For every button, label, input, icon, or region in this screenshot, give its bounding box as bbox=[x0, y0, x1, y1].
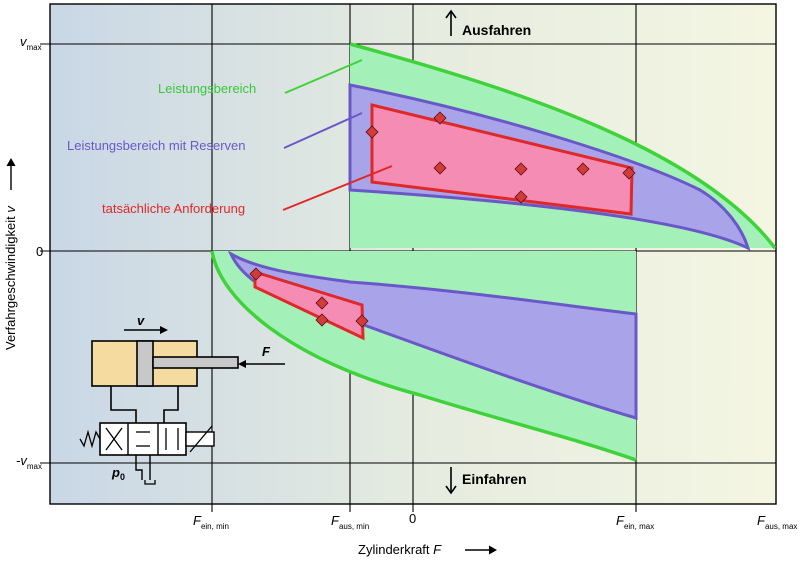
upper-green-boundary bbox=[349, 42, 777, 250]
tick-vmax: vmax bbox=[20, 34, 42, 52]
line-a bbox=[110, 386, 137, 423]
piston-rod bbox=[152, 356, 239, 369]
tick-zero-x: 0 bbox=[409, 511, 416, 526]
piston bbox=[136, 340, 154, 387]
marker bbox=[433, 111, 447, 125]
tick-fein-min: Fein, min bbox=[193, 513, 229, 531]
lower-green-boundary bbox=[210, 250, 637, 462]
arrow-down-icon bbox=[445, 467, 457, 495]
marker bbox=[249, 267, 263, 281]
label-v: v bbox=[137, 313, 145, 328]
leader-reserven bbox=[283, 112, 363, 149]
valve-body bbox=[99, 422, 187, 456]
marker bbox=[365, 125, 379, 139]
solenoid bbox=[185, 431, 215, 447]
x-axis-title: Zylinderkraft F bbox=[358, 542, 498, 557]
marker bbox=[514, 162, 528, 176]
tick-faus-max: Faus, max bbox=[757, 513, 797, 531]
marker bbox=[576, 162, 590, 176]
leader-leistungsbereich bbox=[284, 59, 363, 94]
marker bbox=[315, 296, 329, 310]
marker bbox=[355, 314, 369, 328]
marker bbox=[622, 166, 636, 180]
svg-text:Zylinderkraft F: Zylinderkraft F bbox=[358, 542, 442, 557]
marker bbox=[514, 190, 528, 204]
arrow-right-icon bbox=[124, 326, 168, 334]
arrow-left-icon bbox=[238, 360, 285, 368]
label-leistungsbereich-reserven: Leistungsbereich mit Reserven bbox=[67, 138, 245, 153]
marker bbox=[433, 161, 447, 175]
tank-icon bbox=[144, 480, 156, 485]
label-leistungsbereich: Leistungsbereich bbox=[158, 81, 256, 96]
label-p0: p0 bbox=[111, 465, 125, 482]
arrow-up-icon bbox=[445, 9, 457, 36]
label-tatsaechliche-anforderung: tatsächliche Anforderung bbox=[102, 201, 245, 216]
tick-fein-max: Fein, max bbox=[616, 513, 654, 531]
tick-vmin: -vmax bbox=[16, 453, 42, 471]
svg-text:Verfahrgeschwindigkeit v: Verfahrgeschwindigkeit v bbox=[3, 205, 18, 350]
y-axis-title: Verfahrgeschwindigkeit v bbox=[3, 157, 18, 350]
tick-faus-min: Faus, min bbox=[331, 513, 369, 531]
hydraulic-schematic: v F p0 bbox=[79, 313, 285, 485]
leader-anforderung bbox=[282, 165, 393, 211]
label-einfahren: Einfahren bbox=[462, 471, 527, 487]
marker bbox=[315, 313, 329, 327]
label-ausfahren: Ausfahren bbox=[462, 22, 531, 38]
tick-zero-y: 0 bbox=[36, 244, 43, 259]
upper-red-region bbox=[370, 103, 634, 216]
data-markers bbox=[249, 111, 636, 328]
lower-red-region bbox=[253, 269, 365, 341]
label-F: F bbox=[262, 344, 271, 359]
line-b bbox=[163, 386, 179, 423]
spring-icon bbox=[79, 429, 101, 449]
